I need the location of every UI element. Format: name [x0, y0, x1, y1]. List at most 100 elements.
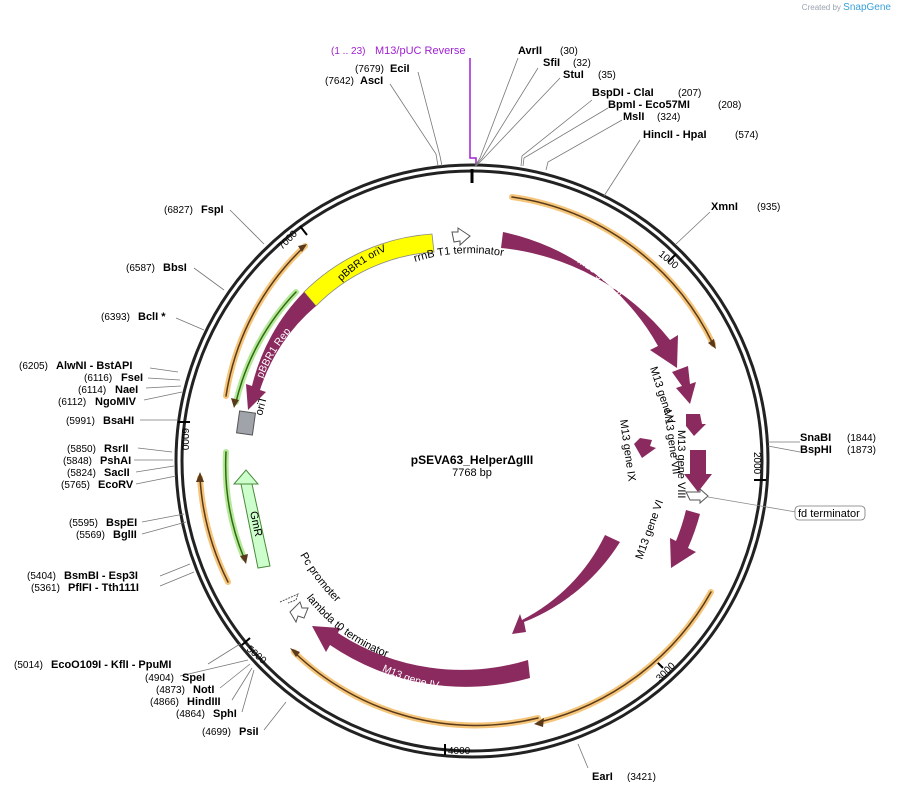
feature-m13-gene-v[interactable] [672, 366, 696, 404]
fd-terminator-leader [707, 496, 797, 513]
feature-label-m13-gene-ii: M13 gene II [575, 255, 627, 298]
feature-rrnb-t1-terminator[interactable] [451, 227, 471, 247]
site-pflfi-pos: (5361) [31, 583, 60, 594]
site-ecorv-pos: (5765) [61, 480, 90, 491]
site-bcli[interactable]: BclI * [138, 311, 166, 323]
site-pshai[interactable]: PshAI [100, 455, 131, 467]
site-snabi[interactable]: SnaBI [800, 432, 831, 444]
feature-pbbr1-oriv[interactable] [303, 233, 435, 307]
feature-label-m13-gene-vi: M13 gene VI [634, 498, 667, 561]
feature-label-m13-gene-ix: M13 gene IX [617, 419, 638, 483]
site-sacii[interactable]: SacII [104, 467, 130, 479]
site-sphi-pos: (4864) [176, 709, 205, 720]
site-naei-pos: (6114) [78, 385, 106, 396]
site-bbsi[interactable]: BbsI [163, 262, 187, 274]
site-msli-pos: (324) [657, 112, 680, 123]
feature-label-gmr: GmR [247, 510, 264, 538]
feature-orit[interactable] [235, 410, 257, 436]
site-ecoo109i-pos: (5014) [14, 660, 43, 671]
site-bglii-pos: (5569) [76, 530, 105, 541]
site-bspei[interactable]: BspEI [106, 517, 137, 529]
feature-m13-gene-vii[interactable] [686, 414, 706, 436]
site-snabi-pos: (1844) [847, 433, 876, 444]
primer-name: M13/pUC Reverse [375, 45, 465, 57]
plasmid-size: 7768 bp [452, 467, 492, 479]
site-bsphi[interactable]: BspHI [800, 444, 832, 456]
feature-pbbr1-rep[interactable] [246, 292, 316, 410]
site-spei[interactable]: SpeI [182, 672, 205, 684]
site-bsahi-pos: (5991) [66, 416, 95, 427]
site-fspi[interactable]: FspI [201, 204, 224, 216]
site-hindiii[interactable]: HindIII [187, 696, 221, 708]
tick-label-4000: 4000 [448, 746, 471, 757]
site-psii[interactable]: PsiI [239, 726, 259, 738]
site-psii-pos: (4699) [202, 727, 231, 738]
orf-arcs [197, 194, 716, 729]
site-asci-pos: (7642) [325, 76, 354, 87]
site-msli[interactable]: MslI [623, 111, 644, 123]
site-bglii[interactable]: BglII [113, 529, 137, 541]
site-rsrii-pos: (5850) [67, 444, 96, 455]
site-sphi[interactable]: SphI [213, 708, 237, 720]
site-rsrii[interactable]: RsrII [104, 443, 128, 455]
site-ngomiv[interactable]: NgoMIV [95, 396, 137, 408]
feature-m13-gene-ix[interactable] [634, 438, 656, 458]
site-avrii[interactable]: AvrII [518, 45, 542, 57]
site-eari-pos: (3421) [627, 772, 656, 783]
plasmid-name: pSEVA63_HelperΔgIII [411, 453, 533, 467]
site-ngomiv-pos: (6112) [58, 397, 86, 408]
site-sfii[interactable]: SfiI [543, 57, 560, 69]
site-hincii-hpai-pos: (574) [735, 130, 758, 141]
site-bpmi-eco57mi[interactable]: BpmI - Eco57MI [608, 99, 690, 111]
feature-lambda-t0-terminator[interactable] [289, 601, 309, 624]
backbone-outer [174, 163, 770, 759]
site-ecoo109i-kfli-ppumi[interactable]: EcoO109I - KflI - PpuMI [51, 659, 171, 671]
site-xmni-pos: (935) [757, 202, 780, 213]
site-fsei[interactable]: FseI [121, 372, 143, 384]
primer-range: (1 .. 23) [331, 46, 365, 57]
feature-gmr[interactable] [232, 469, 271, 569]
site-sfii-pos: (32) [573, 58, 591, 69]
site-noti[interactable]: NotI [193, 684, 214, 696]
feature-m13-gene-iv[interactable] [312, 626, 530, 687]
site-bspei-pos: (5595) [69, 518, 98, 529]
sites-left: (7679) EciI (7642) AscI (6827) FspI (658… [14, 63, 410, 738]
site-fsei-pos: (6116) [84, 373, 112, 384]
site-bsahi[interactable]: BsaHI [103, 415, 134, 427]
site-bspdi-clai[interactable]: BspDI - ClaI [592, 87, 654, 99]
site-stui[interactable]: StuI [563, 69, 584, 81]
feature-m13-gene-viii[interactable] [684, 450, 712, 492]
fd-terminator-callout [794, 505, 866, 521]
site-bpmi-eco57mi-pos: (208) [718, 100, 741, 111]
site-bsmbi-esp3i[interactable]: BsmBI - Esp3I [64, 570, 138, 582]
snapgene-logo: SnapGene [843, 2, 891, 13]
feature-fd-terminator[interactable] [685, 487, 709, 505]
site-asci[interactable]: AscI [360, 75, 383, 87]
site-eari[interactable]: EarI [592, 771, 613, 783]
site-hincii-hpai[interactable]: HincII - HpaI [643, 129, 707, 141]
tick-label-6000: 6000 [179, 428, 190, 451]
site-fspi-pos: (6827) [164, 205, 193, 216]
site-pshai-pos: (5848) [63, 456, 92, 467]
tick-marks [178, 225, 766, 755]
site-bspdi-clai-pos: (207) [678, 88, 701, 99]
feature-m13-gene-ii[interactable] [501, 232, 678, 368]
site-bsmbi-pos: (5404) [27, 571, 56, 582]
site-ecorv[interactable]: EcoRV [98, 479, 134, 491]
site-sacii-pos: (5824) [67, 468, 96, 479]
site-noti-pos: (4873) [156, 685, 185, 696]
feature-pc-promoter[interactable] [279, 593, 299, 604]
site-ecii[interactable]: EciI [390, 63, 410, 75]
site-naei[interactable]: NaeI [115, 384, 138, 396]
watermark: Created by SnapGene [802, 2, 891, 13]
feature-m13-gene-vi[interactable] [670, 510, 700, 568]
primer-m13-puc-reverse[interactable] [469, 58, 477, 164]
site-ecii-pos: (7679) [355, 64, 384, 75]
site-hindiii-pos: (4866) [150, 697, 179, 708]
site-pflfi-tth111i[interactable]: PflFI - Tth111I [68, 582, 139, 594]
site-xmni[interactable]: XmnI [711, 201, 738, 213]
site-spei-pos: (4904) [145, 673, 174, 684]
site-alwni-bstapi[interactable]: AlwNI - BstAPI [56, 360, 132, 372]
feature-m13-gene-i[interactable] [512, 535, 620, 634]
